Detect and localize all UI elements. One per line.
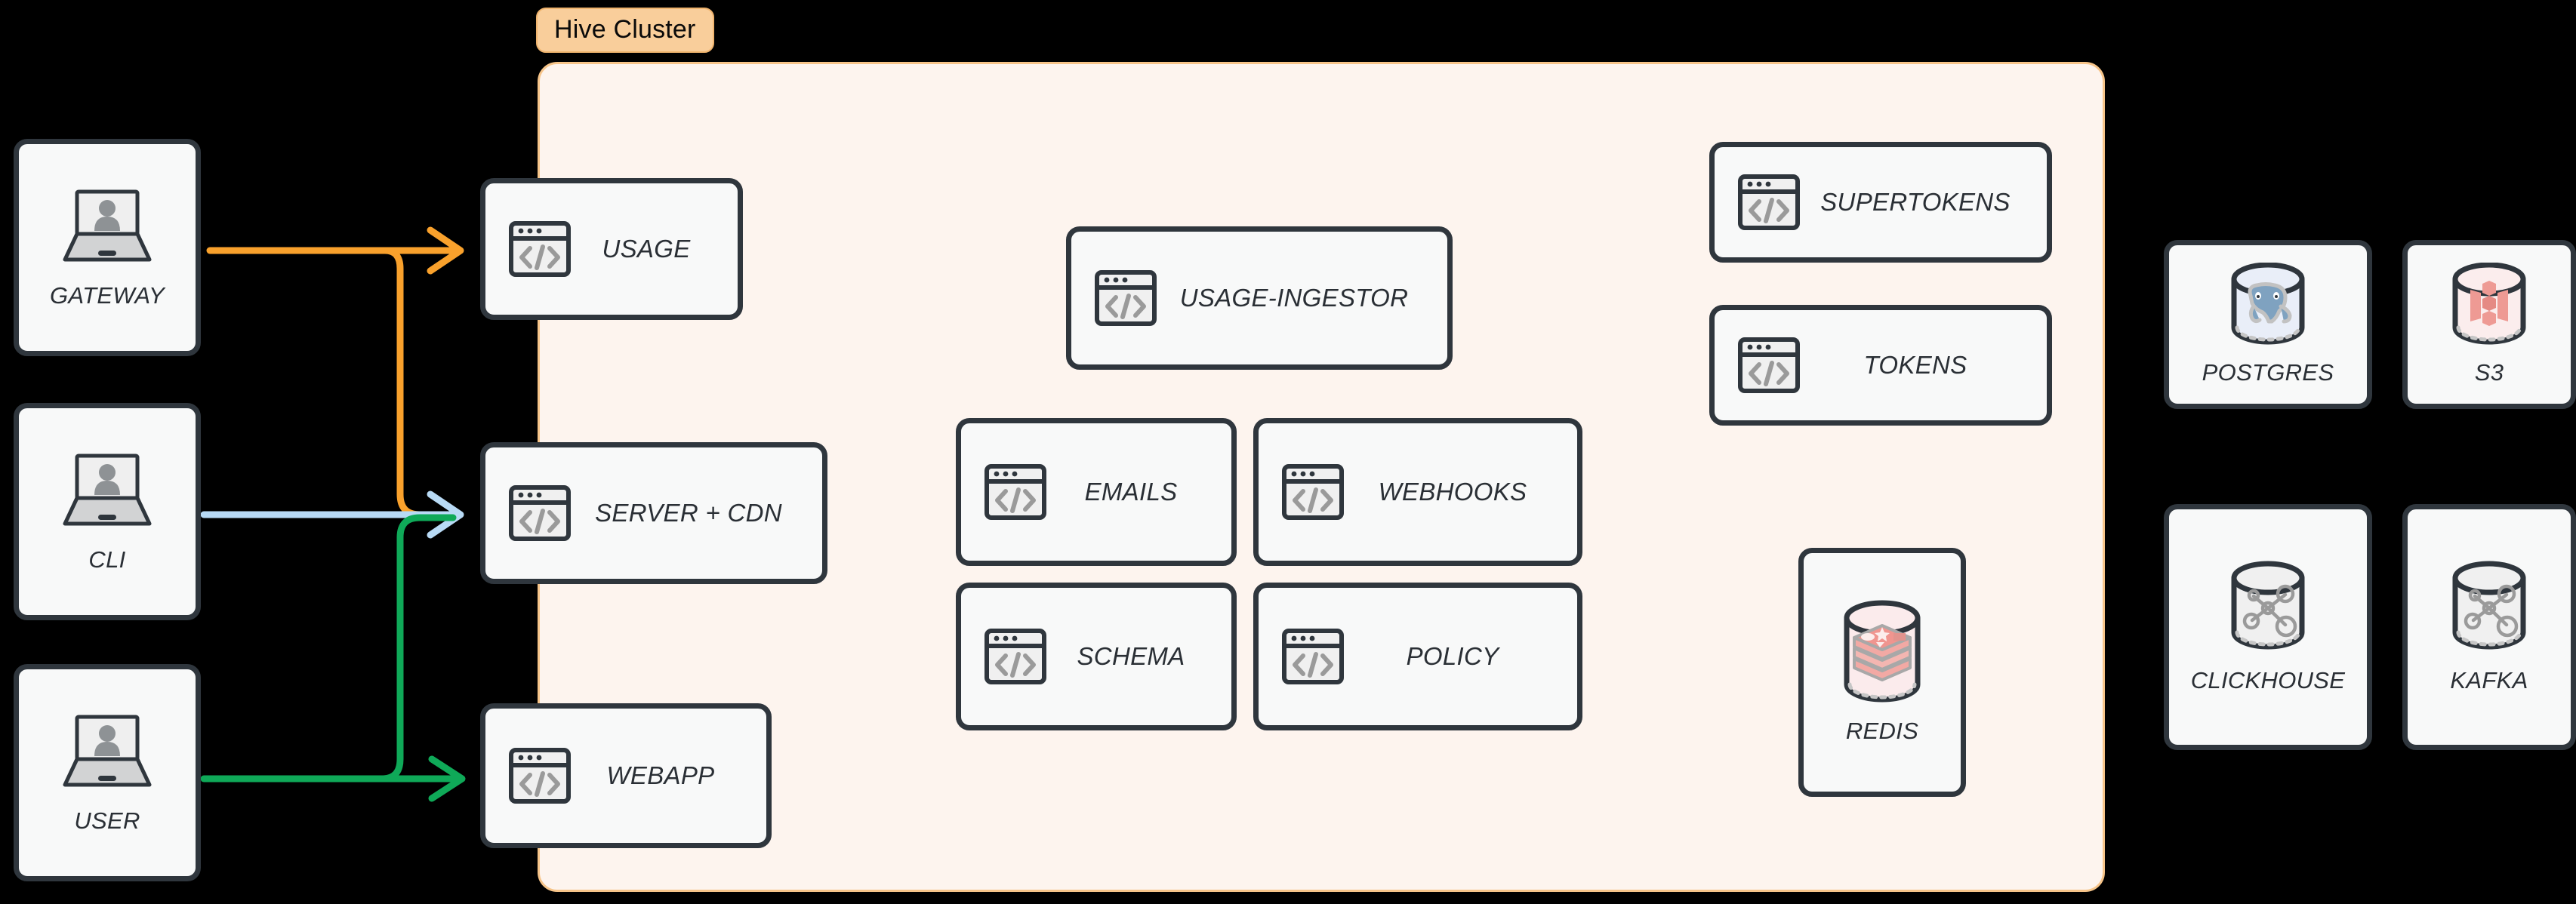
node-label: KAFKA bbox=[2450, 667, 2528, 693]
node-label: EMAILS bbox=[1084, 478, 1178, 506]
node-clickhouse[interactable]: CLICKHOUSE bbox=[2164, 504, 2372, 750]
node-usage[interactable]: USAGE bbox=[480, 178, 743, 320]
node-user[interactable]: USER bbox=[14, 664, 201, 881]
s3-database-icon bbox=[2452, 263, 2526, 345]
node-label: SUPERTOKENS bbox=[1820, 188, 2011, 216]
node-kafka[interactable]: KAFKA bbox=[2402, 504, 2576, 750]
code-window-icon bbox=[509, 485, 571, 541]
node-label: USAGE-INGESTOR bbox=[1179, 284, 1409, 312]
network-database-icon bbox=[2452, 561, 2526, 650]
edge-user-to-server-cdn bbox=[359, 514, 457, 783]
node-label: USAGE bbox=[602, 235, 691, 263]
node-label: POLICY bbox=[1406, 642, 1499, 670]
edge-cli-to-server-cdn bbox=[200, 490, 464, 539]
edge-gateway-to-usage bbox=[206, 226, 464, 275]
code-window-icon bbox=[1738, 174, 1800, 230]
node-s3[interactable]: S3 bbox=[2402, 240, 2576, 409]
node-gateway[interactable]: GATEWAY bbox=[14, 139, 201, 356]
laptop-user-icon bbox=[63, 715, 152, 787]
node-label: WEBHOOKS bbox=[1378, 478, 1527, 506]
code-window-icon bbox=[1095, 270, 1157, 326]
node-supertokens[interactable]: SUPERTOKENS bbox=[1709, 142, 2052, 263]
postgres-database-icon bbox=[2231, 263, 2305, 345]
network-database-icon bbox=[2231, 561, 2305, 650]
node-label: SERVER + CDN bbox=[595, 499, 782, 527]
edge-user-to-webapp bbox=[200, 755, 466, 802]
node-policy[interactable]: POLICY bbox=[1253, 583, 1582, 730]
hive-cluster-badge: Hive Cluster bbox=[536, 8, 714, 53]
node-label: S3 bbox=[2474, 359, 2504, 386]
edge-gateway-to-server-cdn bbox=[365, 247, 457, 518]
node-label: REDIS bbox=[1845, 718, 1919, 744]
laptop-user-icon bbox=[63, 189, 152, 262]
code-window-icon bbox=[984, 464, 1046, 520]
code-window-icon bbox=[984, 629, 1046, 684]
node-label: CLI bbox=[88, 546, 126, 573]
node-emails[interactable]: EMAILS bbox=[956, 418, 1237, 566]
code-window-icon bbox=[1282, 629, 1344, 684]
redis-database-icon bbox=[1844, 600, 1921, 703]
node-label: USER bbox=[74, 807, 140, 834]
node-webhooks[interactable]: WEBHOOKS bbox=[1253, 418, 1582, 566]
node-server-cdn[interactable]: SERVER + CDN bbox=[480, 442, 827, 584]
code-window-icon bbox=[1738, 337, 1800, 393]
node-label: WEBAPP bbox=[606, 761, 715, 789]
laptop-user-icon bbox=[63, 454, 152, 526]
node-label: SCHEMA bbox=[1077, 642, 1185, 670]
node-label: TOKENS bbox=[1863, 351, 1967, 379]
node-postgres[interactable]: POSTGRES bbox=[2164, 240, 2372, 409]
node-tokens[interactable]: TOKENS bbox=[1709, 305, 2052, 426]
node-cli[interactable]: CLI bbox=[14, 403, 201, 620]
node-label: GATEWAY bbox=[50, 282, 165, 309]
code-window-icon bbox=[509, 748, 571, 804]
code-window-icon bbox=[1282, 464, 1344, 520]
node-redis[interactable]: REDIS bbox=[1798, 548, 1966, 797]
node-schema[interactable]: SCHEMA bbox=[956, 583, 1237, 730]
node-label: POSTGRES bbox=[2202, 359, 2334, 386]
node-usage-ingestor[interactable]: USAGE-INGESTOR bbox=[1066, 226, 1453, 370]
code-window-icon bbox=[509, 221, 571, 277]
node-label: CLICKHOUSE bbox=[2190, 667, 2346, 693]
node-webapp[interactable]: WEBAPP bbox=[480, 703, 772, 848]
